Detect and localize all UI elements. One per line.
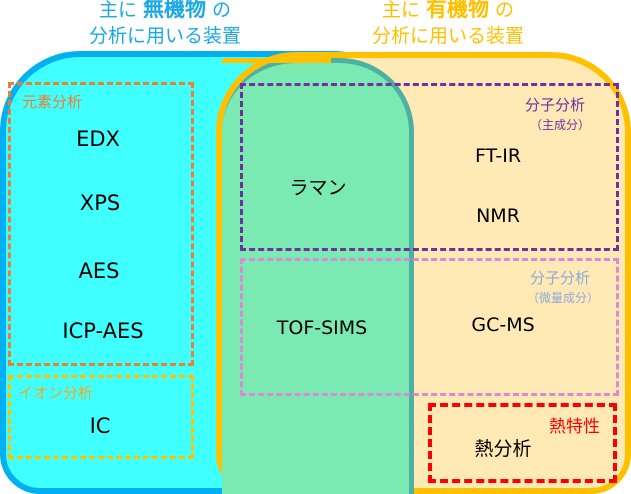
- item-gc-ms: GC-MS: [471, 314, 535, 336]
- molecular-main-box: [240, 83, 619, 251]
- inorganic-header: 主に 無機物 の 分析に用いる装置: [35, 0, 295, 49]
- item-nmr: NMR: [476, 205, 520, 227]
- molecular-trace-label: 分子分析: [530, 269, 591, 287]
- molecular-trace-sublabel: （微量成分）: [527, 291, 600, 305]
- item-xps: XPS: [79, 191, 121, 215]
- molecular-main-sublabel: （主成分）: [530, 118, 591, 132]
- organic-header: 主に 有機物 の 分析に用いる装置: [318, 0, 578, 49]
- item-tof-sims: TOF-SIMS: [276, 317, 368, 339]
- item-edx: EDX: [76, 127, 120, 151]
- ion-analysis-box: [8, 375, 194, 459]
- molecular-trace-box: [240, 258, 619, 396]
- item-raman: ラマン: [289, 177, 347, 199]
- item-ic: IC: [89, 414, 111, 438]
- header-keyword: 有機物: [426, 0, 489, 21]
- item-aes: AES: [78, 259, 120, 283]
- header-line2: 分析に用いる装置: [371, 25, 524, 47]
- item-ft-ir: FT-IR: [474, 145, 522, 167]
- elemental-label: 元素分析: [22, 93, 83, 111]
- header-prefix: 主に: [381, 0, 420, 21]
- thermal-box: [428, 403, 617, 483]
- header-suffix: の: [212, 0, 232, 21]
- thermal-label: 熱特性: [549, 417, 600, 437]
- overlap-region: [221, 58, 414, 494]
- molecular-main-label: 分子分析: [525, 96, 586, 114]
- item-icp-aes: ICP-AES: [62, 319, 144, 343]
- header-line2: 分析に用いる装置: [88, 25, 241, 47]
- item-thermal-analysis: 熱分析: [474, 438, 532, 460]
- header-prefix: 主に: [98, 0, 137, 21]
- elemental-analysis-box: [8, 82, 194, 366]
- ion-label: イオン分析: [18, 384, 94, 402]
- header-suffix: の: [495, 0, 515, 21]
- header-keyword: 無機物: [143, 0, 206, 21]
